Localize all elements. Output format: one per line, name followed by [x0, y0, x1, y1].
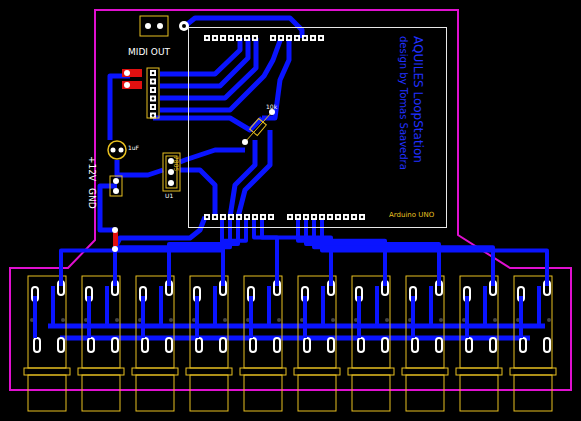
connector-label: MIDI OUT	[128, 48, 170, 57]
copper-traces	[48, 18, 545, 338]
power-label: +12V	[87, 156, 96, 181]
voltage-regulator: 7805U1	[158, 150, 192, 206]
power-label: GND	[87, 188, 96, 209]
header-pads	[150, 35, 365, 220]
reference-designator: U1	[165, 193, 173, 199]
component-name: Arduino UNO	[389, 212, 434, 219]
resistor-value: 10k	[266, 104, 277, 110]
designer-credit: design by Tomas Saavedra	[398, 36, 408, 170]
components	[108, 16, 275, 252]
capacitor-value: 1uF	[128, 145, 139, 151]
jack-footprints	[24, 276, 556, 411]
board-outline	[10, 10, 571, 390]
board-title: AQUILES LoopStation	[412, 36, 424, 163]
switch-traces	[35, 217, 547, 338]
component-name: 7805	[173, 156, 179, 171]
arduino-board: Arduino UNO	[188, 27, 447, 228]
